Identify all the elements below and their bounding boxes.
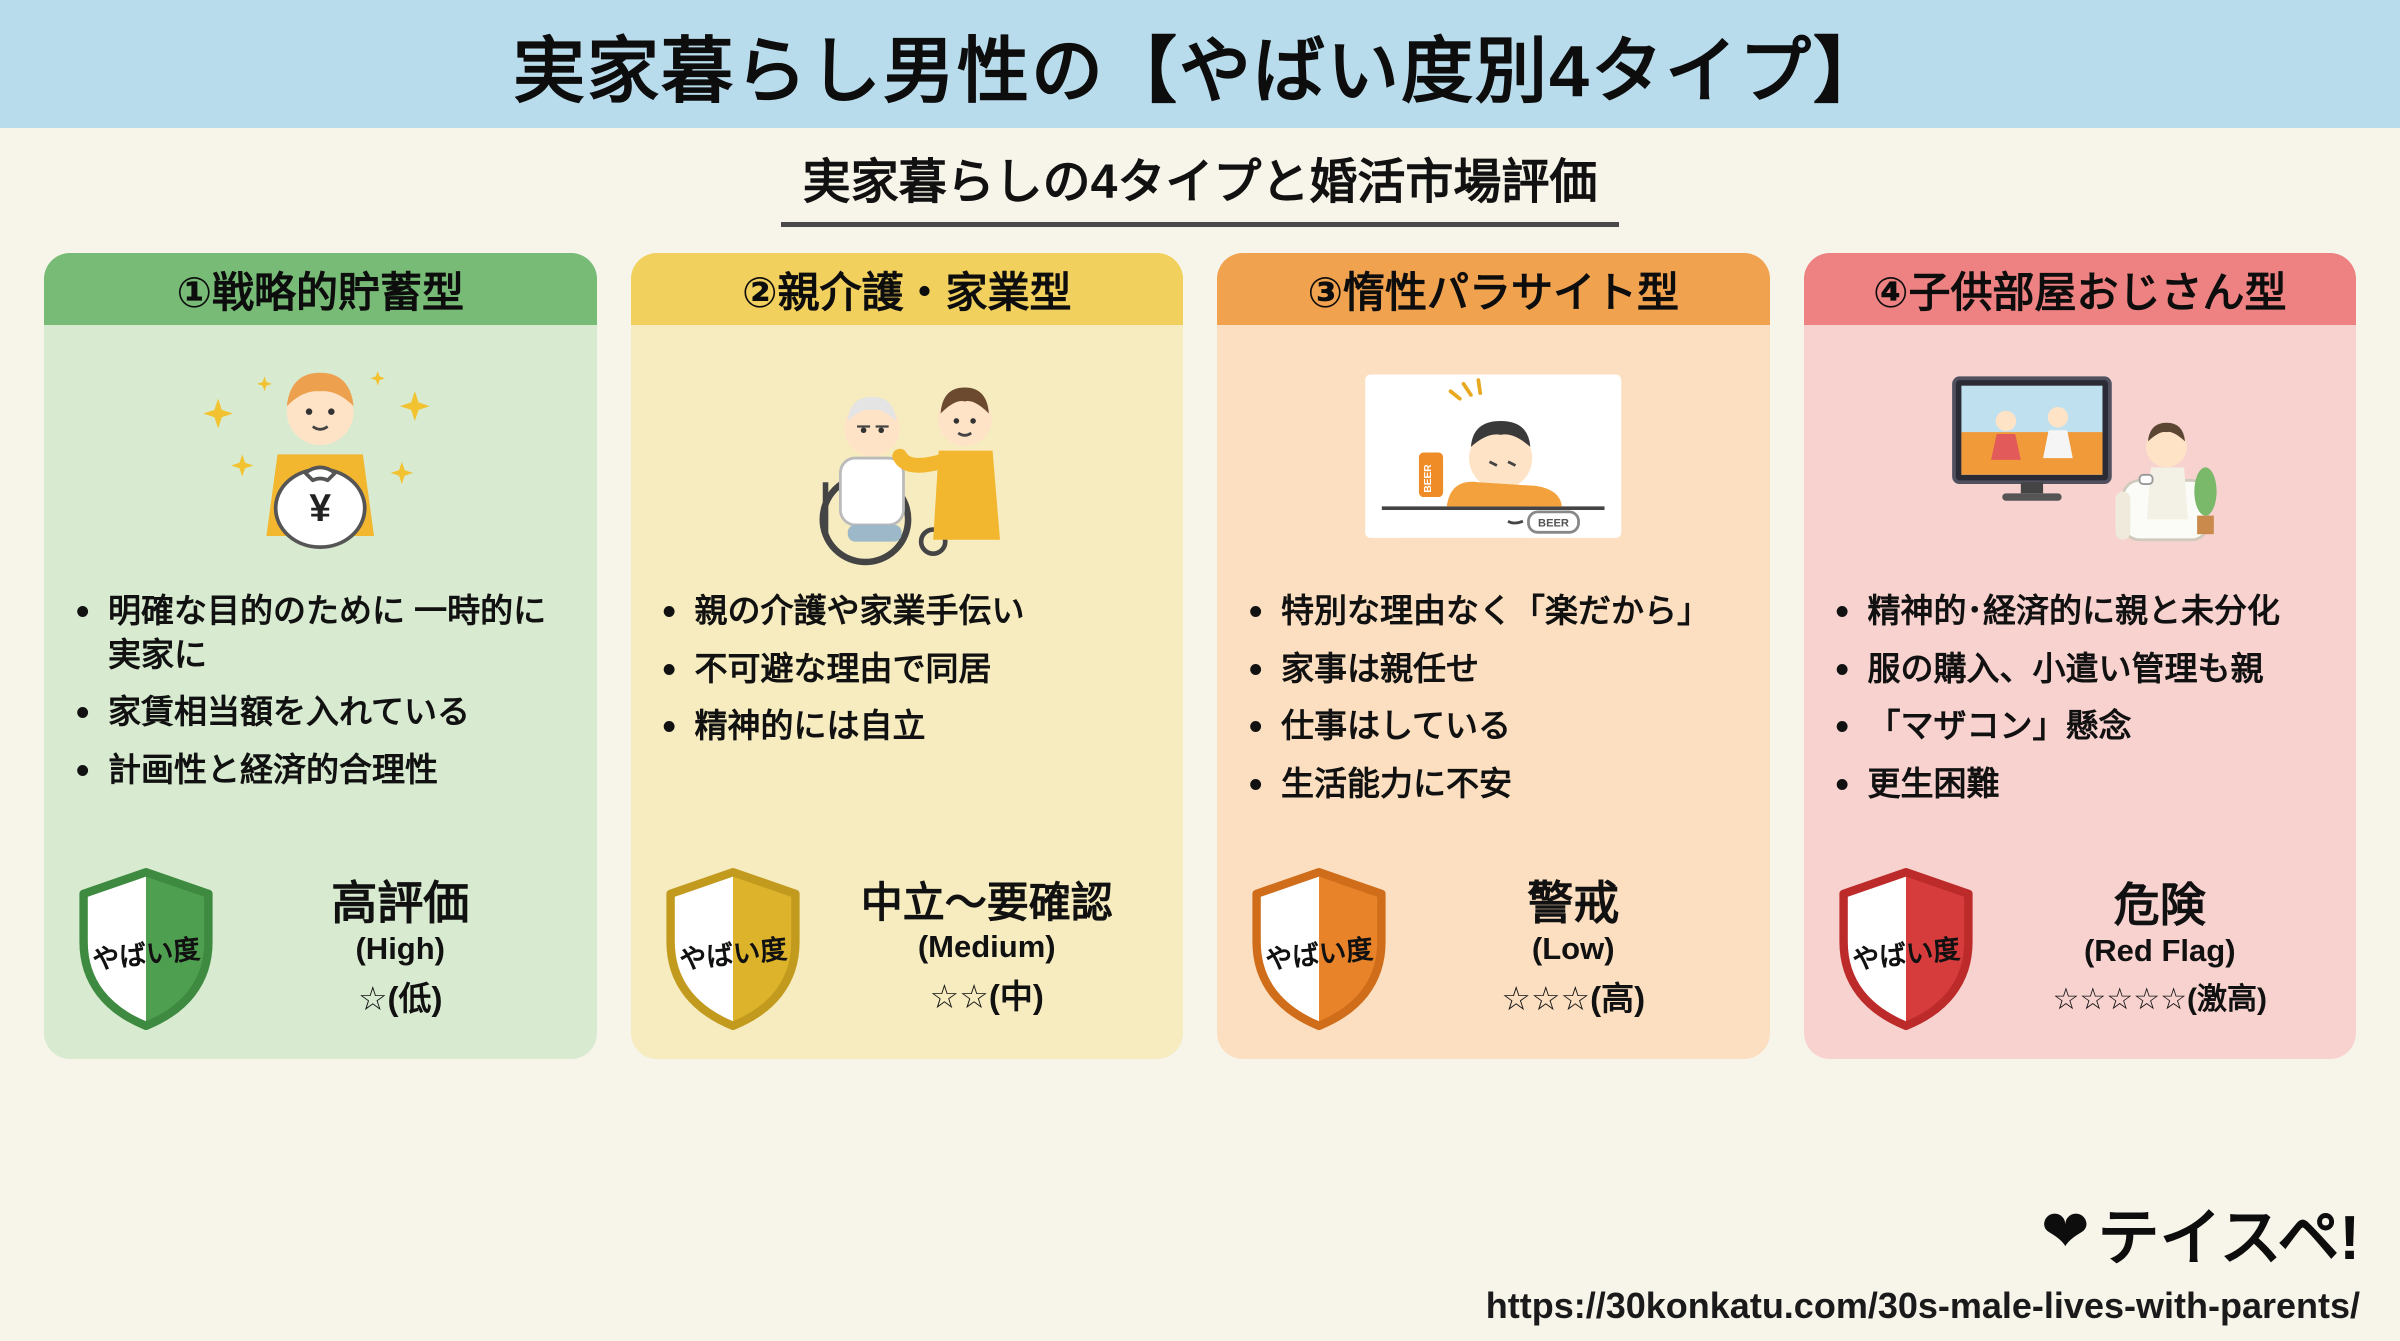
subtitle: 実家暮らしの4タイプと婚活市場評価 <box>780 142 1620 227</box>
site-logo-text: テイスペ! <box>2097 1204 2360 1273</box>
rating-title: 高評価 <box>331 876 470 929</box>
danger-shield-icon: やばい度 <box>1832 865 1980 1033</box>
feature-list: 特別な理由なく「楽だから」 家事は親任せ 仕事はしている 生活能力に不安 <box>1241 583 1746 819</box>
card-kodomobeya-ojisan: ④子供部屋おじさん型 <box>1803 253 2356 1059</box>
card-caregiver: ②親介護・家業型 <box>630 253 1183 1059</box>
feature-item: 更生困難 <box>1832 760 2329 810</box>
money-bag-man-illustration: ¥ <box>68 335 573 583</box>
rating-row: やばい度 中立〜要確認 (Medium) ☆☆(中) <box>655 865 1160 1059</box>
feature-item: 精神的には自立 <box>659 702 1156 752</box>
site-logo: ❤ テイスペ! <box>1486 1187 2360 1277</box>
feature-item: 「マザコン」懸念 <box>1832 702 2329 752</box>
card-title: ③惰性パラサイト型 <box>1217 253 1770 325</box>
header-bar: 実家暮らし男性の【やばい度別4タイプ】 <box>0 0 2400 128</box>
rating-stars: ☆(低) <box>357 980 443 1018</box>
svg-text:BEER: BEER <box>1538 518 1569 530</box>
type-cards: ①戦略的貯蓄型 <box>0 227 2400 1059</box>
feature-item: 不可避な理由で同居 <box>659 645 1156 695</box>
card-title: ①戦略的貯蓄型 <box>44 253 597 325</box>
rating-row: やばい度 高評価 (High) ☆(低) <box>68 865 573 1059</box>
card-title: ④子供部屋おじさん型 <box>1803 253 2356 325</box>
page-title: 実家暮らし男性の【やばい度別4タイプ】 <box>512 31 1888 112</box>
svg-text:¥: ¥ <box>309 487 331 530</box>
rating-title: 警戒 <box>1527 876 1620 929</box>
rating-row: やばい度 警戒 (Low) ☆☆☆(高) <box>1241 865 1746 1059</box>
feature-item: 仕事はしている <box>1245 702 1742 752</box>
wheelchair-care-illustration <box>655 335 1160 583</box>
rating-title: 中立〜要確認 <box>860 878 1113 926</box>
rating-english: (High) <box>355 931 446 967</box>
feature-item: 家賃相当額を入れている <box>72 688 569 738</box>
feature-item: 服の購入、小遣い管理も親 <box>1832 645 2329 695</box>
card-inertia-parasite: ③惰性パラサイト型 BEER <box>1217 253 1770 1059</box>
rating-english: (Medium) <box>917 929 1056 965</box>
feature-item: 親の介護や家業手伝い <box>659 587 1156 637</box>
rating-title: 危険 <box>2113 878 2206 931</box>
card-title: ②親介護・家業型 <box>630 253 1183 325</box>
card-strategic-saver: ①戦略的貯蓄型 <box>44 253 597 1059</box>
source-url[interactable]: https://30konkatu.com/30s-male-lives-wit… <box>1485 1285 2360 1326</box>
rating-row: やばい度 危険 (Red Flag) ☆☆☆☆☆(激高) <box>1828 865 2333 1059</box>
rating-stars: ☆☆☆☆☆(激高) <box>2052 983 2267 1017</box>
drunk-slump-illustration: BEER BEER <box>1241 335 1746 583</box>
feature-list: 明確な目的のために 一時的に実家に 家賃相当額を入れている 計画性と経済的合理性 <box>68 583 573 805</box>
rating-stars: ☆☆☆(高) <box>1501 980 1646 1018</box>
danger-shield-icon: やばい度 <box>1245 865 1393 1033</box>
rating-stars: ☆☆(中) <box>929 978 1044 1016</box>
footer: ❤ テイスペ! https://30konkatu.com/30s-male-l… <box>1486 1187 2360 1327</box>
danger-shield-icon: やばい度 <box>659 865 807 1033</box>
rating-english: (Low) <box>1531 931 1615 967</box>
broken-heart-icon: ❤ <box>2040 1199 2090 1264</box>
feature-item: 精神的･経済的に親と未分化 <box>1832 587 2329 637</box>
feature-item: 家事は親任せ <box>1245 645 1742 695</box>
tv-sofa-illustration <box>1828 335 2333 583</box>
subtitle-row: 実家暮らしの4タイプと婚活市場評価 <box>0 142 2400 227</box>
rating-english: (Red Flag) <box>2083 933 2236 969</box>
feature-item: 計画性と経済的合理性 <box>72 746 569 796</box>
feature-item: 特別な理由なく「楽だから」 <box>1245 587 1742 637</box>
feature-list: 親の介護や家業手伝い 不可避な理由で同居 精神的には自立 <box>655 583 1160 762</box>
danger-shield-icon: やばい度 <box>72 865 220 1033</box>
feature-item: 生活能力に不安 <box>1245 760 1742 810</box>
feature-item: 明確な目的のために 一時的に実家に <box>72 587 569 676</box>
feature-list: 精神的･経済的に親と未分化 服の購入、小遣い管理も親 「マザコン」懸念 更生困難 <box>1828 583 2333 819</box>
svg-text:BEER: BEER <box>1423 464 1434 493</box>
